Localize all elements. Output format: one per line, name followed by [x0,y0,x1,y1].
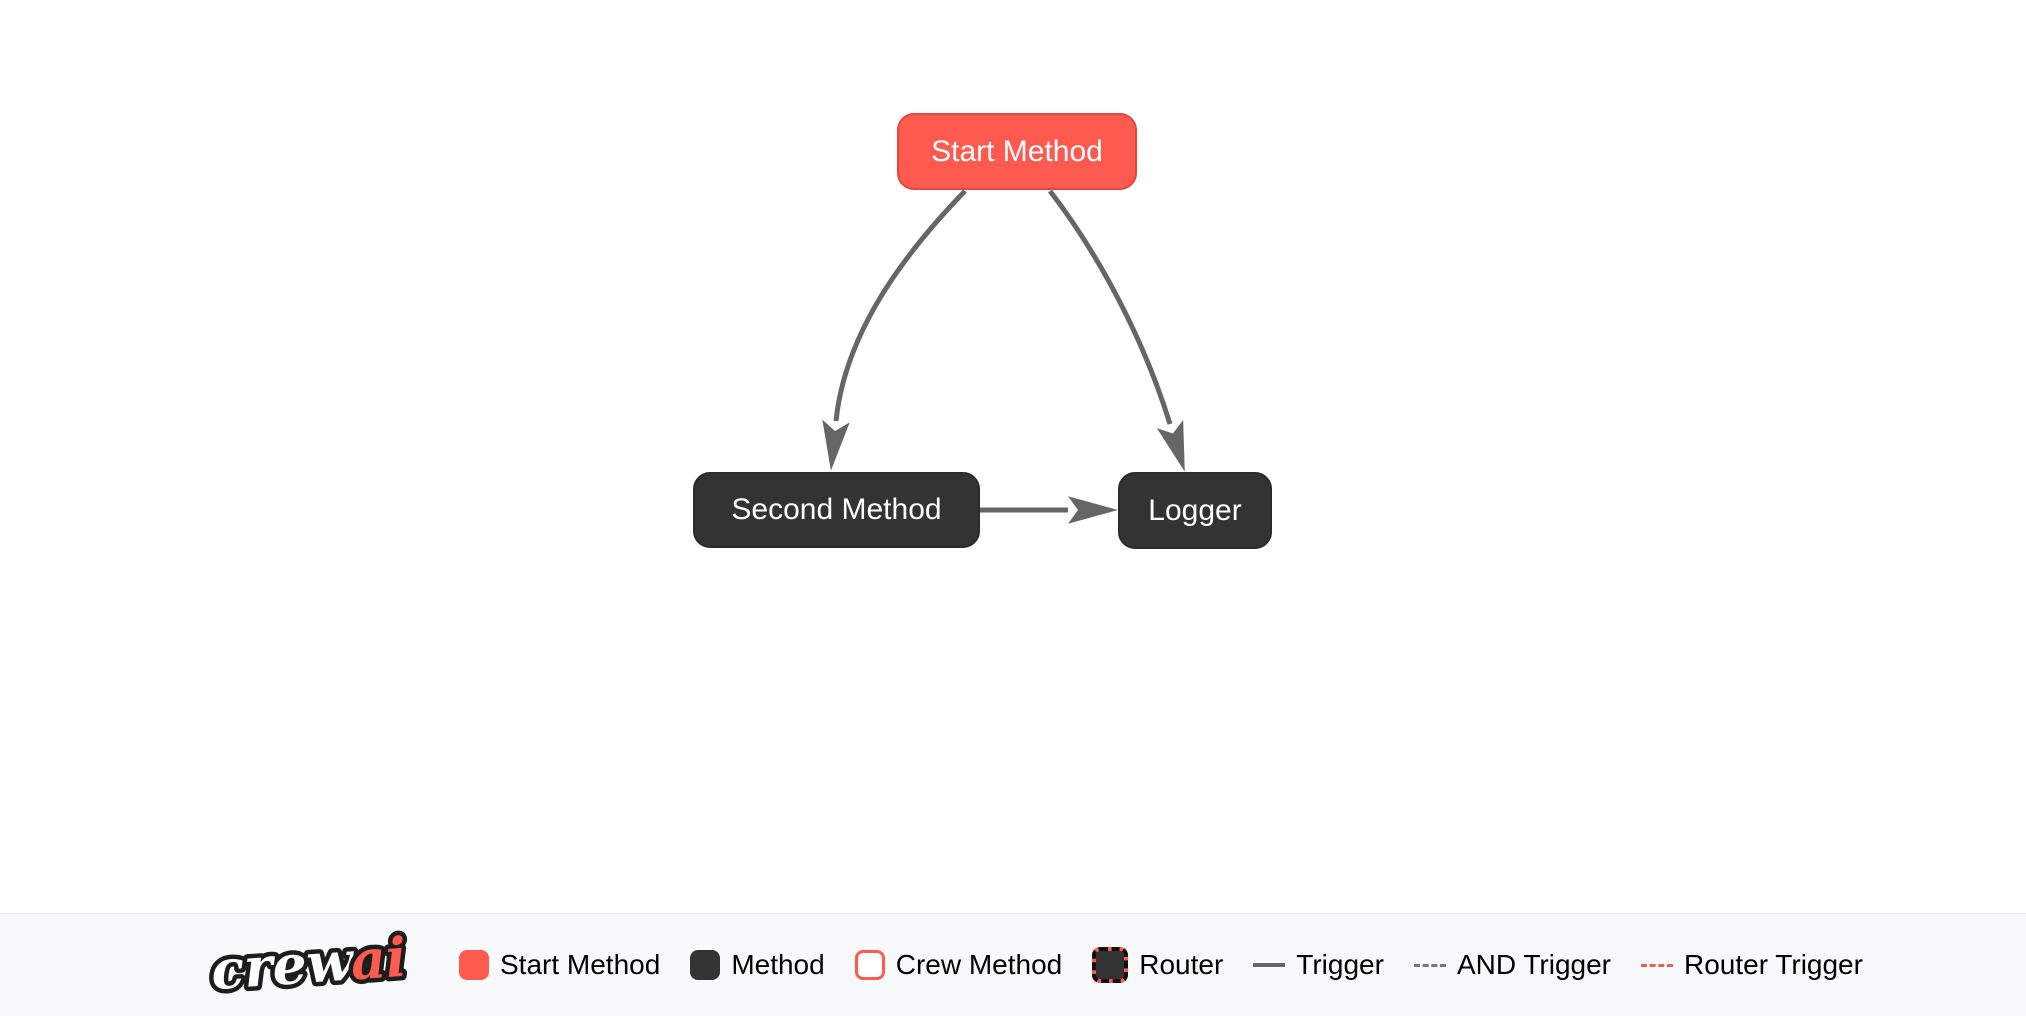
legend-item-and-trigger: AND Trigger [1413,949,1611,981]
trigger-line-swatch [1253,963,1286,967]
logo-text-ai: ai [349,928,409,992]
legend-item-trigger: Trigger [1253,949,1384,981]
edge-start-to-logger [1048,189,1185,472]
node-second-method[interactable]: Second Method [693,472,980,548]
method-swatch [690,950,721,980]
legend-label: Start Method [500,949,661,980]
router-swatch [1092,947,1129,983]
node-second-method-label: Second Method [731,493,942,526]
node-logger[interactable]: Logger [1118,472,1272,549]
legend-label: Crew Method [895,949,1063,980]
logo-text-crew: crew [209,928,358,1002]
legend-label: AND Trigger [1456,949,1611,980]
node-logger-label: Logger [1148,493,1242,527]
legend-item-method: Method [690,949,825,981]
legend-label: Router [1139,949,1224,980]
crew-method-swatch [854,950,885,980]
legend-bar: crew ai Start Method Method Crew Method … [0,913,2026,1016]
legend-item-crew-method: Crew Method [854,949,1063,981]
crewai-logo: crew ai [205,928,413,1002]
node-start-method[interactable]: Start Method [897,113,1137,190]
router-trigger-line-swatch [1640,963,1673,967]
legend-label: Router Trigger [1683,949,1863,980]
legend-item-router-trigger: Router Trigger [1640,949,1863,981]
node-start-method-label: Start Method [931,134,1103,168]
legend-item-start-method: Start Method [459,949,660,981]
flow-edges [822,189,1185,524]
and-trigger-line-swatch [1413,963,1446,967]
legend: Start Method Method Crew Method Router T… [459,947,1863,983]
edge-start-to-second [822,189,967,471]
legend-item-router: Router [1092,947,1223,983]
start-method-swatch [459,950,489,980]
legend-label: Trigger [1296,949,1384,980]
legend-label: Method [731,949,825,980]
flow-canvas[interactable]: Start Method Second Method Logger [0,0,2026,913]
